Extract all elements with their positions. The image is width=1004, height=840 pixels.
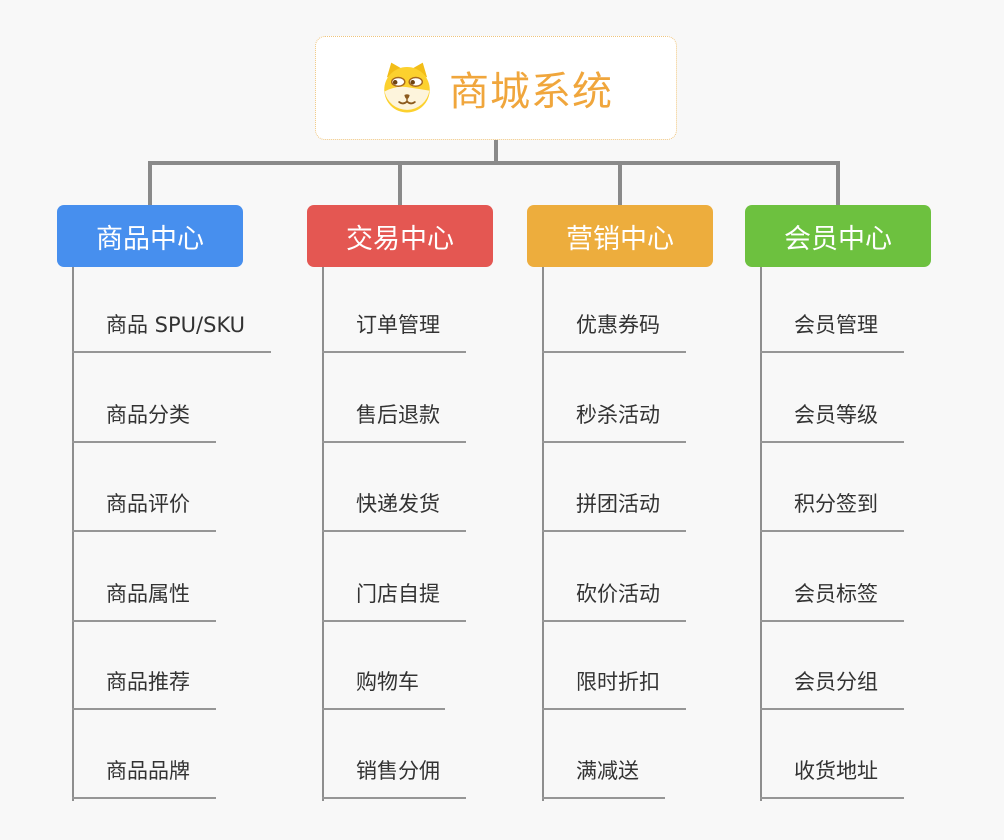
shiba-dog-icon <box>379 60 435 116</box>
connector-drop-2 <box>398 161 402 205</box>
connector-drop-4 <box>836 161 840 205</box>
leaf-item[interactable]: 砍价活动 <box>542 581 686 622</box>
leaf-item[interactable]: 商品评价 <box>72 491 216 532</box>
branch-node-member[interactable]: 会员中心 <box>745 205 931 267</box>
column-line-1 <box>72 267 74 801</box>
root-node[interactable]: 商城系统 <box>315 36 677 140</box>
leaf-item[interactable]: 购物车 <box>322 669 445 710</box>
leaf-item[interactable]: 商品品牌 <box>72 758 216 799</box>
leaf-item[interactable]: 商品分类 <box>72 402 216 443</box>
leaf-item[interactable]: 满减送 <box>542 758 665 799</box>
leaf-item[interactable]: 积分签到 <box>760 491 904 532</box>
connector-drop-3 <box>618 161 622 205</box>
leaf-item[interactable]: 拼团活动 <box>542 491 686 532</box>
column-line-4 <box>760 267 762 801</box>
leaf-item[interactable]: 优惠券码 <box>542 312 686 353</box>
connector-root-stem <box>494 140 498 163</box>
column-line-2 <box>322 267 324 801</box>
leaf-item[interactable]: 商品属性 <box>72 581 216 622</box>
leaf-item[interactable]: 会员等级 <box>760 402 904 443</box>
leaf-item[interactable]: 快递发货 <box>322 491 466 532</box>
leaf-item[interactable]: 售后退款 <box>322 402 466 443</box>
connector-drop-1 <box>148 161 152 205</box>
leaf-item[interactable]: 门店自提 <box>322 581 466 622</box>
branch-node-marketing[interactable]: 营销中心 <box>527 205 713 267</box>
column-line-3 <box>542 267 544 801</box>
branch-node-trade[interactable]: 交易中心 <box>307 205 493 267</box>
leaf-item[interactable]: 收货地址 <box>760 758 904 799</box>
leaf-item[interactable]: 商品 SPU/SKU <box>72 312 272 353</box>
leaf-item[interactable]: 销售分佣 <box>322 758 466 799</box>
root-title: 商城系统 <box>449 69 613 115</box>
branch-node-product[interactable]: 商品中心 <box>57 205 243 267</box>
leaf-item[interactable]: 会员管理 <box>760 312 904 353</box>
leaf-item[interactable]: 秒杀活动 <box>542 402 686 443</box>
leaf-item[interactable]: 会员分组 <box>760 669 904 710</box>
connector-rail <box>148 161 840 165</box>
leaf-item[interactable]: 会员标签 <box>760 581 904 622</box>
leaf-item[interactable]: 限时折扣 <box>542 669 686 710</box>
leaf-item[interactable]: 商品推荐 <box>72 669 216 710</box>
leaf-item[interactable]: 订单管理 <box>322 312 466 353</box>
